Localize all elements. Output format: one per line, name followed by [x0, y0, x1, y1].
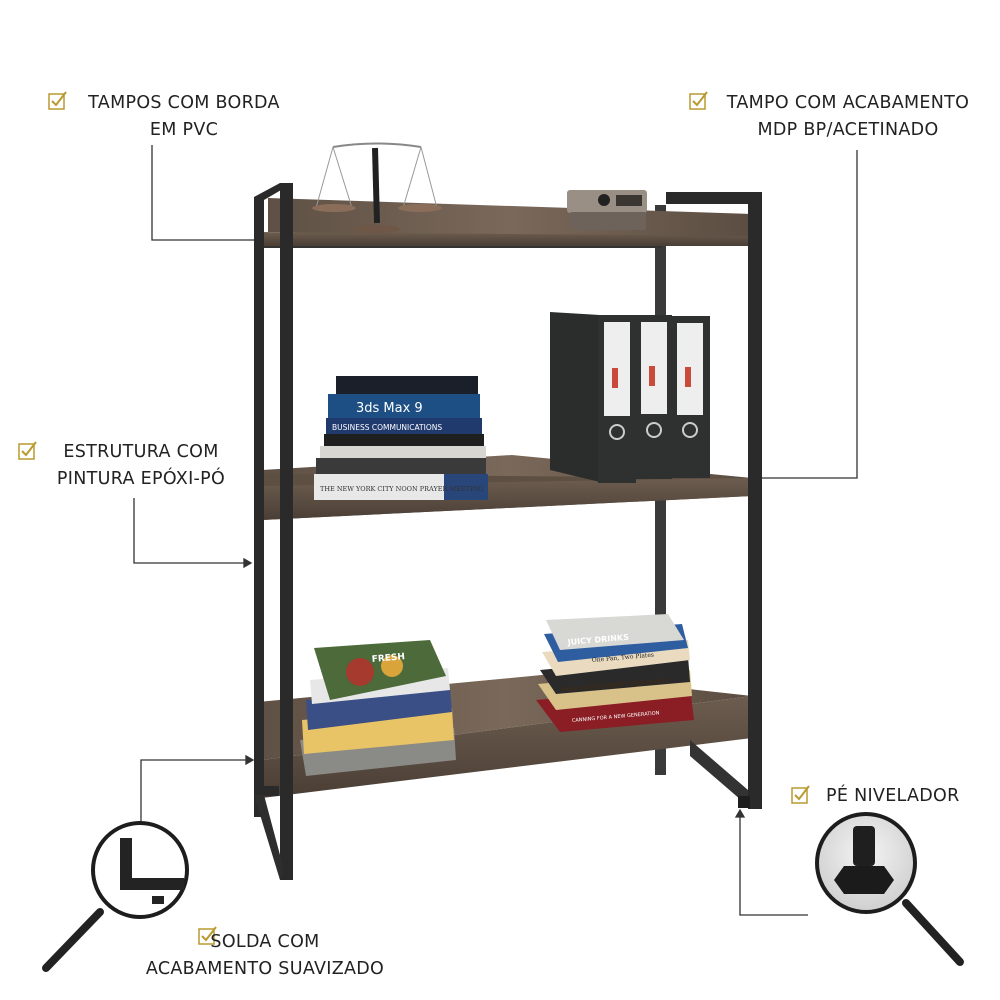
magnifier-pe	[815, 812, 964, 966]
checkmark-icon	[198, 926, 217, 945]
callout-line: SOLDA COM	[210, 932, 320, 952]
callout-line: ESTRUTURA COM	[63, 442, 219, 462]
checkmark-icon	[18, 441, 37, 460]
callout-line: PÉ NIVELADOR	[826, 786, 960, 806]
bottom-left-stack	[300, 640, 456, 776]
balance-scale	[312, 142, 442, 233]
callout-line: TAMPOS COM BORDA	[88, 93, 280, 113]
arrow-solda	[245, 754, 255, 766]
callout-pe-nivelador: PÉ NIVELADOR	[826, 783, 976, 810]
magnifier-solda	[42, 821, 189, 972]
leader-lines	[133, 145, 858, 916]
middle-book-stack	[314, 376, 488, 500]
callout-line: PINTURA EPÓXI-PÓ	[56, 469, 226, 489]
leader-tampos	[151, 145, 258, 241]
arrow-estrutura	[243, 557, 253, 569]
callout-line: ACABAMENTO SUAVIZADO	[145, 959, 385, 979]
callout-tampos-borda-pvc: TAMPOS COM BORDA EM PVC	[84, 90, 284, 144]
callout-estrutura: ESTRUTURA COM PINTURA EPÓXI-PÓ	[46, 439, 236, 493]
leader-solda	[140, 759, 248, 822]
leader-tampo-acab	[753, 150, 858, 479]
bottom-right-stack	[536, 614, 694, 732]
leader-pe	[739, 815, 808, 916]
binders	[550, 312, 710, 483]
projector	[567, 190, 647, 230]
callout-tampo-acabamento: TAMPO COM ACABAMENTO MDP BP/ACETINADO	[723, 90, 973, 144]
checkmark-icon	[791, 785, 810, 804]
checkmark-icon	[689, 91, 708, 110]
leader-estrutura	[133, 498, 244, 564]
callout-line: MDP BP/ACETINADO	[757, 120, 939, 140]
callout-line: EM PVC	[149, 120, 219, 140]
callout-line: TAMPO COM ACABAMENTO	[726, 93, 970, 113]
front-frame	[254, 183, 762, 880]
checkmark-icon	[48, 91, 67, 110]
arrow-pe	[734, 808, 746, 818]
callout-solda: SOLDA COM ACABAMENTO SUAVIZADO	[140, 929, 390, 983]
